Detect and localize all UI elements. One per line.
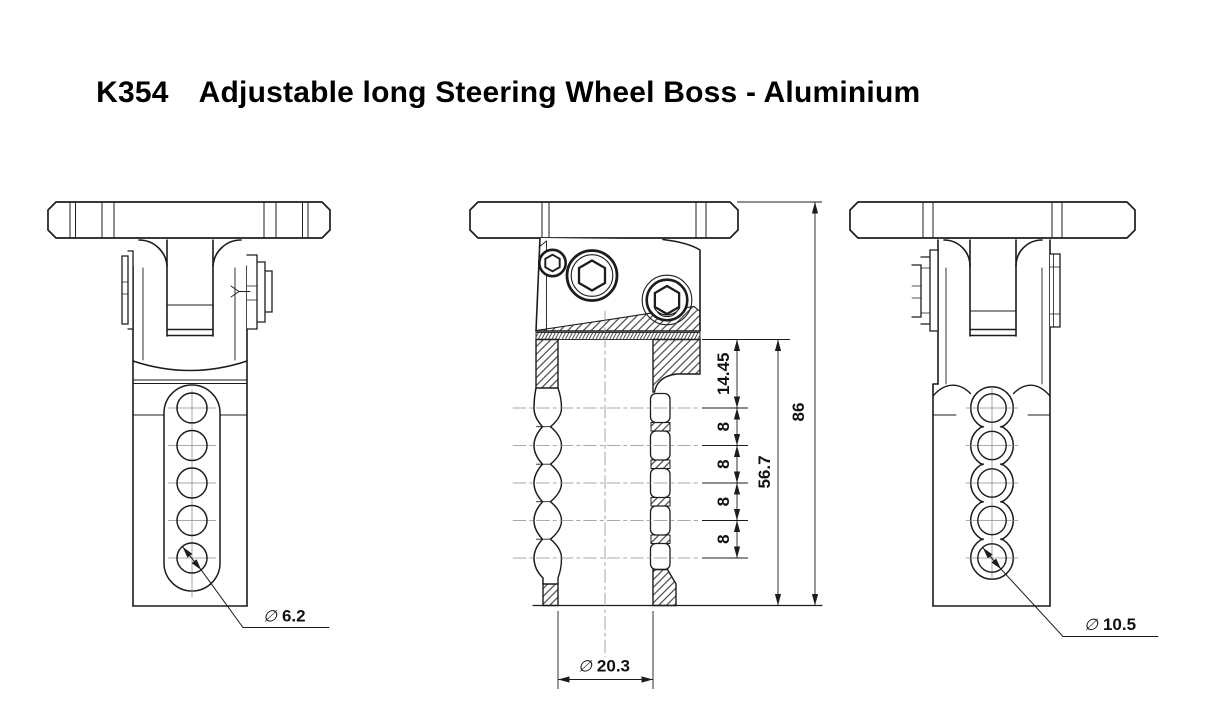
front-pinch-bolt-left xyxy=(121,250,134,330)
section-right-wall-bottom-hatch xyxy=(652,568,677,607)
side-hole-leader xyxy=(982,547,1159,637)
overall-length-label: 86 xyxy=(789,403,808,422)
section-left-wall-inner xyxy=(549,387,563,585)
section-left-wall-outer xyxy=(533,387,544,585)
side-adjust-holes xyxy=(977,393,1007,573)
side-hole-centerlines xyxy=(965,386,1019,580)
section-flange-feature-lines xyxy=(541,202,707,238)
front-transition xyxy=(132,360,248,372)
section-top-ring-hatch xyxy=(535,332,701,340)
section-left-wall-top-hatch xyxy=(535,338,559,389)
product-code: K354 xyxy=(96,76,169,109)
front-body xyxy=(132,379,248,607)
section-left-wall-bottom-hatch xyxy=(542,583,559,607)
section-left-wall-ticks xyxy=(536,426,551,540)
side-view: ∅10.5 xyxy=(849,201,1159,637)
front-flange-feature-lines xyxy=(69,202,309,238)
dimensions: 14.45 8 8 8 8 56.7 86 ∅20.3 xyxy=(557,201,822,689)
section-right-wall-top-hatch xyxy=(652,338,701,393)
front-adjust-holes xyxy=(176,392,208,574)
product-name: Adjustable long Steering Wheel Boss - Al… xyxy=(198,76,921,109)
section-flange xyxy=(469,201,739,239)
side-pinch-bolt xyxy=(911,249,939,332)
pitch-label: 8 xyxy=(714,497,733,506)
front-hole-diameter-label: ∅6.2 xyxy=(263,607,306,626)
section-grub-screw-small xyxy=(537,248,567,278)
side-flange-feature-lines xyxy=(922,202,1063,238)
pitch-label: 8 xyxy=(714,534,733,543)
front-flange xyxy=(47,201,331,239)
bore-diameter-label: ∅20.3 xyxy=(578,657,630,676)
adjustment-length-label: 56.7 xyxy=(755,455,774,488)
section-centerlines xyxy=(512,310,702,658)
first-pitch-label: 14.45 xyxy=(714,352,733,395)
hex-socket-icon xyxy=(653,284,681,316)
hex-socket-icon xyxy=(544,253,561,273)
front-center-mark xyxy=(230,285,251,298)
pitch-label: 8 xyxy=(714,422,733,431)
pitch-label: 8 xyxy=(714,459,733,468)
section-cap-screw-large xyxy=(565,249,619,302)
page-title: K354 Adjustable long Steering Wheel Boss … xyxy=(62,42,920,144)
section-view xyxy=(469,201,823,658)
side-flange xyxy=(849,201,1136,239)
front-pinch-bolt-right xyxy=(246,254,273,330)
front-view: ∅6.2 xyxy=(47,201,331,628)
side-clamp-tab xyxy=(1049,253,1061,328)
front-hole-leader xyxy=(182,546,330,628)
hex-socket-icon xyxy=(577,259,607,292)
side-hole-diameter-label: ∅10.5 xyxy=(1084,615,1136,634)
section-cap-screw-right xyxy=(645,278,689,322)
side-body xyxy=(932,383,1051,607)
